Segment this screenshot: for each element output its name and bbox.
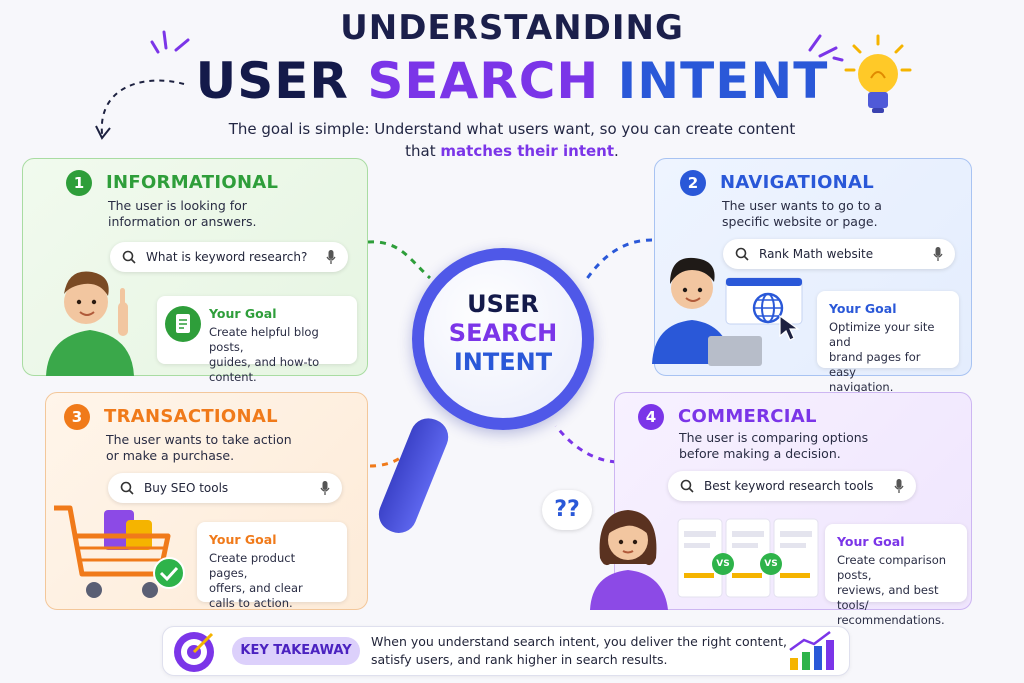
desc-line: before making a decision. — [679, 446, 841, 461]
comparison-illustration — [677, 518, 819, 598]
goal-text: Create helpful blog posts, guides, and h… — [209, 325, 345, 385]
dashed-arrow-icon — [95, 79, 185, 140]
step-number-1: 1 — [66, 170, 92, 196]
search-query: Buy SEO tools — [144, 481, 229, 495]
microphone-icon[interactable] — [894, 478, 904, 494]
desc-line: The user is looking for — [108, 198, 247, 213]
goal-line: Create helpful blog posts, — [209, 325, 319, 354]
goal-line: offers, and clear — [209, 581, 303, 595]
search-query: What is keyword research? — [146, 250, 308, 264]
document-icon — [165, 306, 201, 342]
card-desc-transactional: The user wants to take action or make a … — [106, 432, 292, 464]
desc-line: information or answers. — [108, 214, 257, 229]
comparison-cards — [676, 515, 820, 601]
goal-line: Create product pages, — [209, 551, 296, 580]
card-desc-commercial: The user is comparing options before mak… — [679, 430, 868, 462]
sparkle-left-icon — [150, 30, 190, 54]
search-icon — [120, 481, 134, 495]
sparkle-right-icon — [808, 34, 844, 62]
title-word-user: USER — [195, 52, 349, 110]
subtitle-highlight: matches their intent — [440, 142, 615, 160]
search-query: Rank Math website — [759, 247, 874, 261]
subtitle-prefix: that — [405, 142, 441, 160]
title-word-intent: INTENT — [617, 52, 829, 110]
vs-badge: VS — [760, 553, 782, 575]
page-title-line1: UNDERSTANDING — [340, 8, 684, 48]
desc-line: The user wants to go to a — [722, 198, 882, 213]
step-number-4: 4 — [638, 404, 664, 430]
growth-chart-icon — [789, 631, 834, 670]
goal-text: Optimize your site and brand pages for e… — [829, 320, 947, 395]
vs-badge: VS — [712, 553, 734, 575]
key-takeaway-text: When you understand search intent, you d… — [371, 633, 791, 669]
center-line1: USER — [467, 290, 539, 318]
shopping-cart-icon — [54, 505, 171, 598]
desc-line: The user wants to take action — [106, 432, 292, 447]
question-bubble: ?? — [542, 490, 592, 530]
search-bar-informational[interactable]: What is keyword research? — [110, 242, 348, 272]
globe-icon — [752, 292, 784, 324]
person-informational-illustration — [46, 271, 134, 376]
center-line3: INTENT — [453, 348, 553, 376]
goal-heading: Your Goal — [837, 534, 905, 549]
search-bar-navigational[interactable]: Rank Math website — [723, 239, 955, 269]
card-title-informational: INFORMATIONAL — [106, 172, 279, 193]
card-desc-informational: The user is looking for information or a… — [108, 198, 257, 230]
goal-box-navigational: Your Goal Optimize your site and brand p… — [817, 291, 959, 394]
subtitle-line2: that matches their intent. — [0, 140, 1024, 162]
goal-text: Create product pages, offers, and clear … — [209, 551, 335, 611]
goal-box-transactional: Your Goal Create product pages, offers, … — [197, 522, 347, 610]
subtitle-suffix: . — [614, 142, 619, 160]
cursor-icon — [779, 314, 800, 341]
center-line2: SEARCH — [448, 319, 558, 347]
title-word-search: SEARCH — [367, 52, 600, 110]
goal-line: navigation. — [829, 380, 894, 394]
goal-line: reviews, and best tools/ — [837, 583, 939, 612]
key-takeaway-label: KEY TAKEAWAY — [232, 637, 360, 665]
step-number-3: 3 — [64, 404, 90, 430]
takeaway-line: When you understand search intent, you d… — [371, 634, 787, 649]
checkmark-icon — [153, 557, 185, 589]
search-icon — [735, 247, 749, 261]
card-title-navigational: NAVIGATIONAL — [720, 172, 875, 193]
search-bar-commercial[interactable]: Best keyword research tools — [668, 471, 916, 501]
goal-line: guides, and how-to content. — [209, 355, 320, 384]
step-number-2: 2 — [680, 170, 706, 196]
target-icon — [174, 632, 214, 672]
card-title-transactional: TRANSACTIONAL — [104, 406, 278, 427]
search-icon — [680, 479, 694, 493]
microphone-icon[interactable] — [933, 246, 943, 262]
goal-heading: Your Goal — [209, 306, 277, 321]
takeaway-line: satisfy users, and rank higher in search… — [371, 652, 668, 667]
microphone-icon[interactable] — [320, 480, 330, 496]
desc-line: specific website or page. — [722, 214, 878, 229]
desc-line: The user is comparing options — [679, 430, 869, 445]
desc-line: or make a purchase. — [106, 448, 235, 463]
goal-heading: Your Goal — [829, 301, 897, 316]
microphone-icon[interactable] — [326, 249, 336, 265]
search-query: Best keyword research tools — [704, 479, 874, 493]
search-bar-transactional[interactable]: Buy SEO tools — [108, 473, 342, 503]
goal-line: Optimize your site and — [829, 320, 935, 349]
goal-heading: Your Goal — [209, 532, 277, 547]
subtitle-line1: The goal is simple: Understand what user… — [228, 120, 796, 138]
card-desc-navigational: The user wants to go to a specific websi… — [722, 198, 882, 230]
goal-line: recommendations. — [837, 613, 945, 627]
goal-line: Create comparison posts, — [837, 553, 947, 582]
goal-text: Create comparison posts, reviews, and be… — [837, 553, 955, 628]
person-navigational-illustration — [652, 257, 803, 366]
goal-line: calls to action. — [209, 596, 293, 610]
goal-box-commercial: Your Goal Create comparison posts, revie… — [825, 524, 967, 627]
goal-line: brand pages for easy — [829, 350, 921, 379]
card-title-commercial: COMMERCIAL — [678, 406, 817, 427]
subtitle: The goal is simple: Understand what user… — [0, 118, 1024, 162]
lightbulb-icon — [844, 34, 912, 113]
search-icon — [122, 250, 136, 264]
center-label: USER SEARCH INTENT — [412, 290, 594, 377]
page-title-line2: USER SEARCH INTENT — [0, 52, 1024, 110]
person-commercial-illustration — [590, 510, 668, 610]
